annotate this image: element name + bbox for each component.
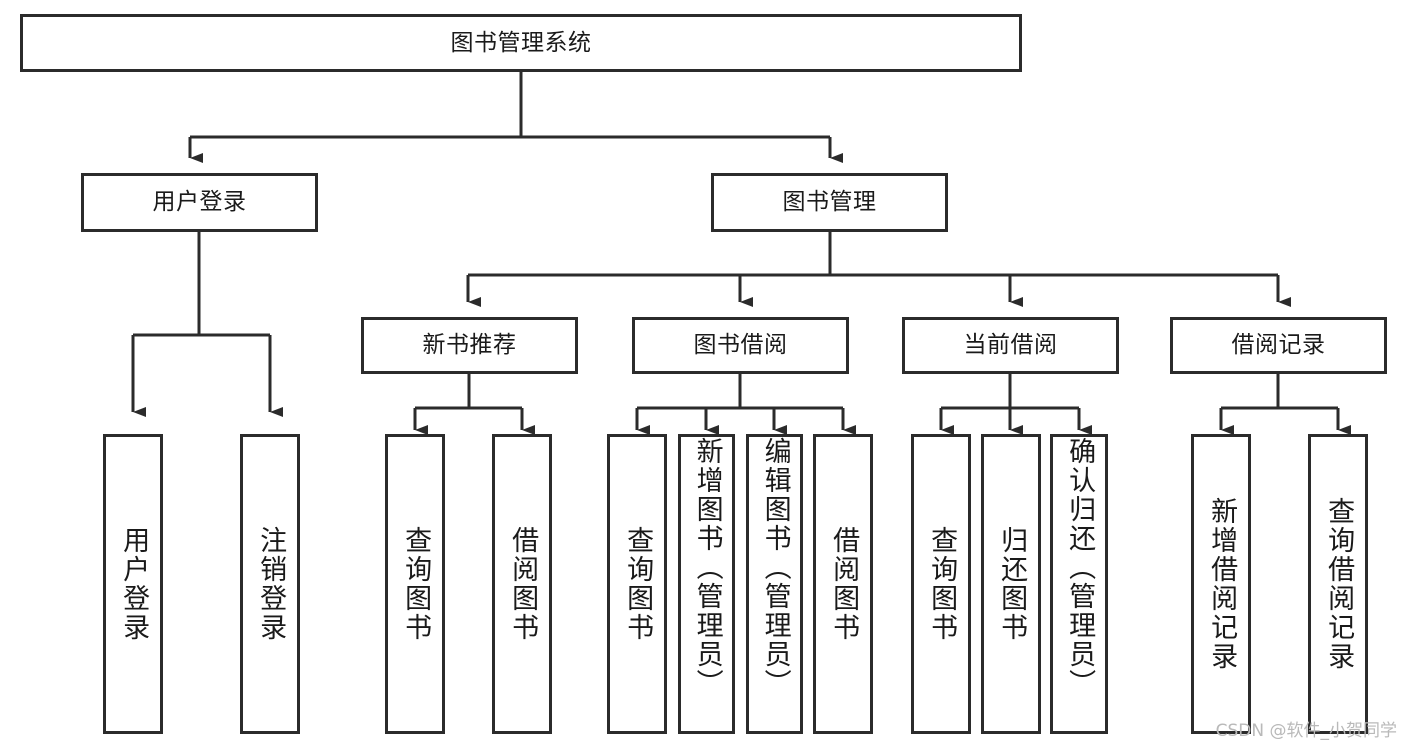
leaf-query-borrow-record[interactable]: 查询借阅记录 xyxy=(1308,434,1368,734)
node-label: 图书借阅 xyxy=(693,332,788,358)
watermark: CSDN @软件_小贺同学 xyxy=(1215,721,1397,741)
node-label: 注销登录 xyxy=(255,526,287,642)
node-label: 查询图书 xyxy=(622,526,654,642)
leaf-user-login[interactable]: 用户登录 xyxy=(103,434,163,734)
leaf-query-book-borrow[interactable]: 查询图书 xyxy=(607,434,667,734)
node-label: 归还图书 xyxy=(996,526,1028,642)
node-borrow-record[interactable]: 借阅记录 xyxy=(1170,317,1387,374)
node-label: 确认归还（管理员） xyxy=(1064,437,1096,698)
leaf-borrow-book-borrow[interactable]: 借阅图书 xyxy=(813,434,873,734)
node-label: 当前借阅 xyxy=(963,332,1058,358)
leaf-add-book-admin[interactable]: 新增图书（管理员） xyxy=(678,434,735,734)
node-label: 新增图书（管理员） xyxy=(691,437,723,698)
leaf-add-borrow-record[interactable]: 新增借阅记录 xyxy=(1191,434,1251,734)
node-label: 查询图书 xyxy=(400,526,432,642)
node-label: 借阅记录 xyxy=(1231,332,1326,358)
node-label: 用户登录 xyxy=(152,189,247,215)
node-label: 图书管理系统 xyxy=(450,29,592,56)
node-label: 新增借阅记录 xyxy=(1206,497,1238,671)
node-label: 查询图书 xyxy=(926,526,958,642)
node-new-book-recommend[interactable]: 新书推荐 xyxy=(361,317,578,374)
node-book-manage[interactable]: 图书管理 xyxy=(711,173,948,232)
leaf-query-book-current[interactable]: 查询图书 xyxy=(911,434,971,734)
node-label: 用户登录 xyxy=(118,526,150,642)
leaf-user-logout[interactable]: 注销登录 xyxy=(240,434,300,734)
node-label: 借阅图书 xyxy=(828,526,860,642)
leaf-confirm-return-admin[interactable]: 确认归还（管理员） xyxy=(1050,434,1108,734)
node-user-login[interactable]: 用户登录 xyxy=(81,173,318,232)
leaf-query-book-recommend[interactable]: 查询图书 xyxy=(385,434,445,734)
node-current-borrow[interactable]: 当前借阅 xyxy=(902,317,1119,374)
node-label: 编辑图书（管理员） xyxy=(759,437,791,698)
leaf-borrow-book-recommend[interactable]: 借阅图书 xyxy=(492,434,552,734)
node-label: 借阅图书 xyxy=(507,526,539,642)
leaf-edit-book-admin[interactable]: 编辑图书（管理员） xyxy=(746,434,803,734)
node-root-book-management-system[interactable]: 图书管理系统 xyxy=(20,14,1022,72)
node-book-borrow[interactable]: 图书借阅 xyxy=(632,317,849,374)
node-label: 图书管理 xyxy=(782,189,877,215)
node-label: 查询借阅记录 xyxy=(1323,497,1355,671)
leaf-return-book[interactable]: 归还图书 xyxy=(981,434,1041,734)
node-label: 新书推荐 xyxy=(422,332,517,358)
